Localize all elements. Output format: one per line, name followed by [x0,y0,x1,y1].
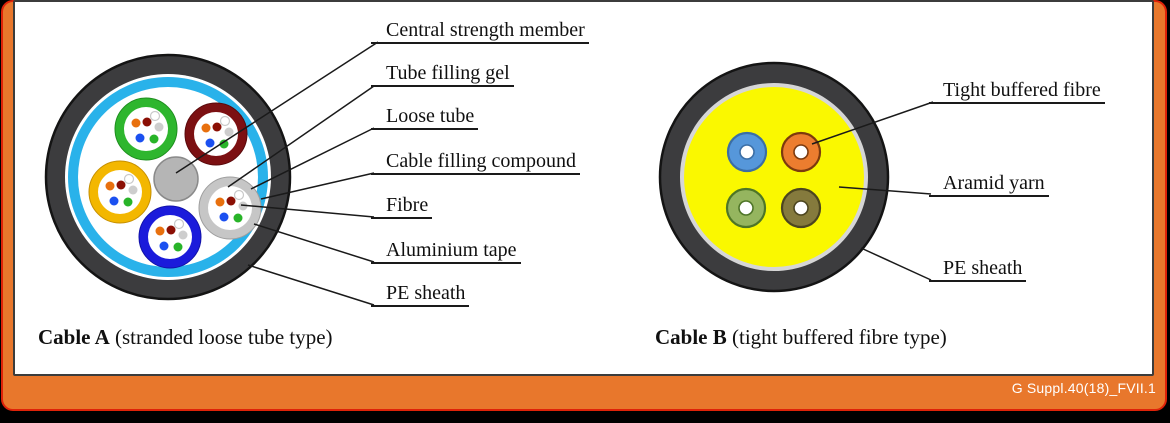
fibre-dot [212,122,222,132]
fibre-dot [116,180,126,190]
fibre-dot [149,110,161,122]
cable-b-diagram [658,61,890,293]
fibre-dot [205,138,215,148]
central-strength-member [153,156,199,202]
cable-a-caption: Cable A (stranded loose tube type) [38,325,333,350]
leader-line-aluminium-tape [253,223,375,263]
fibre-dot [123,197,133,207]
label-pe-sheath-a: PE sheath [371,281,470,307]
fibre-dot [131,118,141,128]
fibre-dot [226,196,236,206]
fibre-dot [173,218,185,230]
label-central-strength-member: Central strength member [371,18,589,44]
fibre-dot [219,115,231,127]
label-tube-filling-gel: Tube filling gel [371,61,514,87]
cable-a-caption-name: Cable A [38,325,110,349]
aramid-yarn [684,87,864,267]
fibre-dot [178,230,188,240]
fibre-dot [149,134,159,144]
cable-b-caption-name: Cable B [655,325,727,349]
figure-id: G Suppl.40(18)_FVII.1 [1011,380,1156,396]
label-tight-buffered-fibre: Tight buffered fibre [929,78,1105,104]
fibre-core [738,200,754,216]
fibre-core [739,144,755,160]
fibre-dot [219,139,229,149]
fibre-dot [159,241,169,251]
fibre-dot [173,242,183,252]
leader-line-pe-sheath-a [247,264,375,306]
fibre-dot [233,213,243,223]
cable-a-diagram [44,53,292,301]
fibre-dot [155,226,165,236]
fibre-dot [142,117,152,127]
leader-line-pe-sheath-b [860,247,932,281]
fibre-dot [201,123,211,133]
leader-line-tube-filling-gel [227,85,375,188]
label-cable-filling-compound: Cable filling compound [371,149,580,175]
leader-line-aramid-yarn [838,186,932,195]
fibre-dot [105,181,115,191]
leader-line-loose-tube [250,127,375,190]
leader-line-central-strength-member [175,41,379,174]
cable-b-caption-type: (tight buffered fibre type) [726,325,947,349]
fibre-dot [135,133,145,143]
fibre-dot [224,127,234,137]
label-aramid-yarn: Aramid yarn [929,171,1049,197]
fibre-dot [219,212,229,222]
fibre-dot [233,189,245,201]
cable-b-caption: Cable B (tight buffered fibre type) [655,325,947,350]
fibre-dot [109,196,119,206]
fibre-dot [238,201,248,211]
label-fibre: Fibre [371,193,433,219]
cable-a-caption-type: (stranded loose tube type) [109,325,333,349]
label-aluminium-tape: Aluminium tape [371,238,521,264]
leader-line-fibre [240,204,375,218]
fibre-dot [123,173,135,185]
fibre-dot [215,197,225,207]
fibre-core [793,200,809,216]
leader-line-tight-buffered-fibre [811,101,934,145]
leader-line-cable-filling-compound [260,172,375,200]
label-pe-sheath-b: PE sheath [929,256,1027,282]
fibre-core [793,144,809,160]
fibre-dot [128,185,138,195]
fibre-dot [154,122,164,132]
fibre-dot [166,225,176,235]
label-loose-tube: Loose tube [371,104,479,130]
